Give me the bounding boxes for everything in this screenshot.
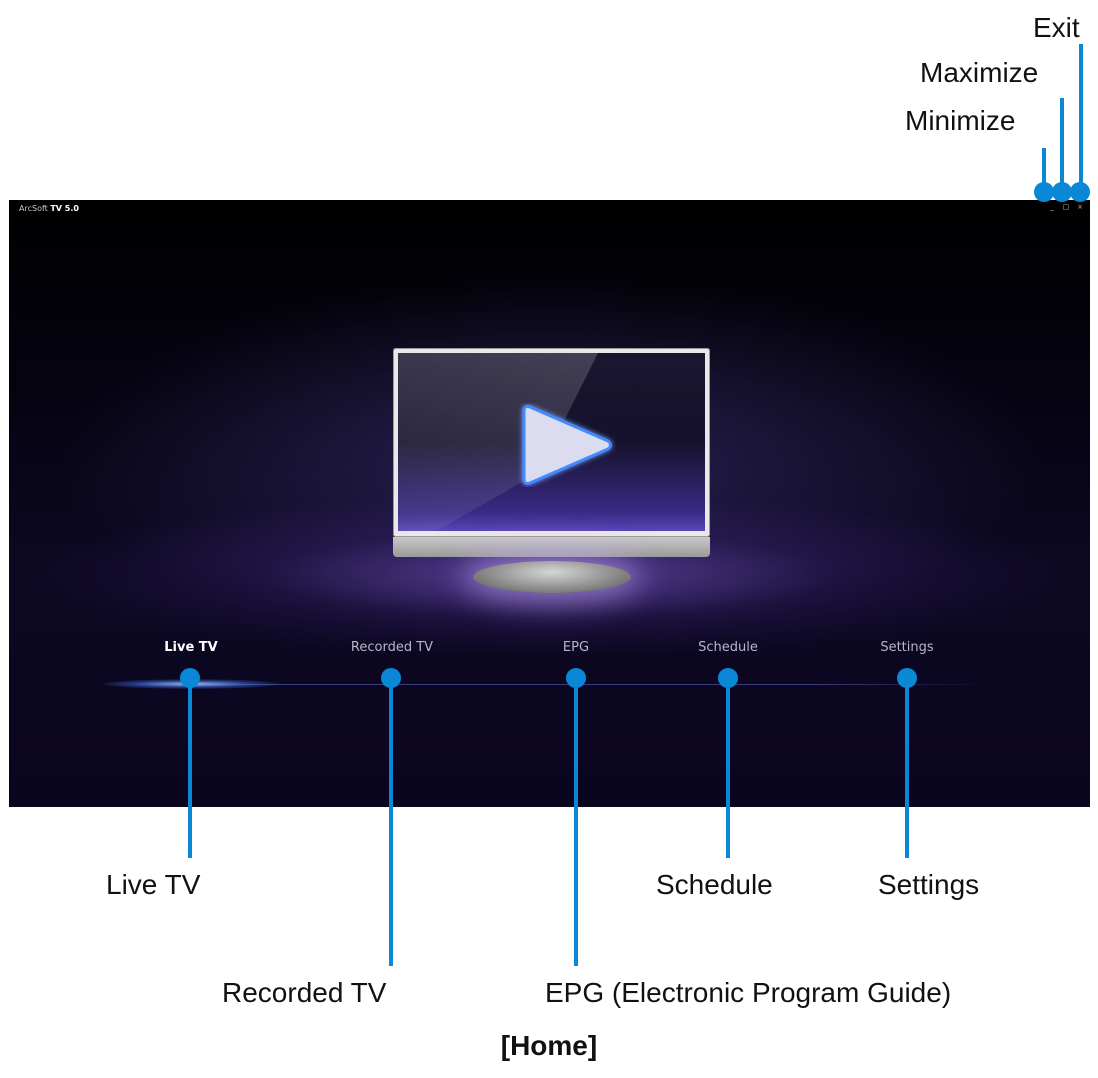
minimize-button[interactable]: _ [1050,203,1054,211]
callout-dot-minimize [1034,182,1054,202]
tv-frame [393,348,710,537]
callout-line-minimize [1042,148,1046,190]
callout-label-minimize: Minimize [905,105,1016,136]
nav-item-settings[interactable]: Settings [880,640,934,655]
nav-item-schedule[interactable]: Schedule [698,640,758,655]
callout-line-maximize [1060,98,1064,190]
tv-hero[interactable] [393,348,710,598]
tv-screen [398,353,705,531]
tv-stand [473,561,631,593]
callout-line-settings [905,678,909,858]
app-title: ArcSoft TV 5.0 [19,204,79,213]
tv-base [393,537,710,557]
callout-line-live-tv [188,678,192,858]
callout-dot-epg [566,668,586,688]
nav-item-recorded-tv[interactable]: Recorded TV [350,640,434,655]
nav-item-epg[interactable]: EPG [562,640,590,655]
callout-label-schedule: Schedule [656,869,773,900]
nav-divider [89,684,989,685]
callout-dot-schedule [718,668,738,688]
callout-line-exit [1079,44,1083,190]
callout-label-settings: Settings [878,869,980,900]
nav-item-live-tv[interactable]: Live TV [164,640,218,655]
main-nav: Live TV Recorded TV EPG Schedule Setting… [9,630,1090,690]
close-button[interactable]: × [1077,203,1083,211]
callout-dot-recorded-tv [381,668,401,688]
app-window: ArcSoft TV 5.0 _ □ × [9,200,1090,807]
callout-line-epg [574,678,578,966]
callout-label-maximize: Maximize [920,57,1039,88]
maximize-button[interactable]: □ [1062,203,1070,211]
callout-dot-settings [897,668,917,688]
callout-line-recorded-tv [389,678,393,966]
figure-caption: [Home] [500,1030,598,1061]
callout-label-recorded-tv: Recorded TV [222,977,387,1008]
callout-label-epg: EPG (Electronic Program Guide) [545,977,952,1008]
window-controls: _ □ × [1048,203,1084,212]
callout-label-exit: Exit [1033,12,1080,43]
callout-label-live-tv: Live TV [106,869,201,900]
callout-dot-maximize [1052,182,1072,202]
callout-line-schedule [726,678,730,858]
callout-dot-live-tv [180,668,200,688]
callout-dot-exit [1070,182,1090,202]
play-icon[interactable] [516,403,616,487]
